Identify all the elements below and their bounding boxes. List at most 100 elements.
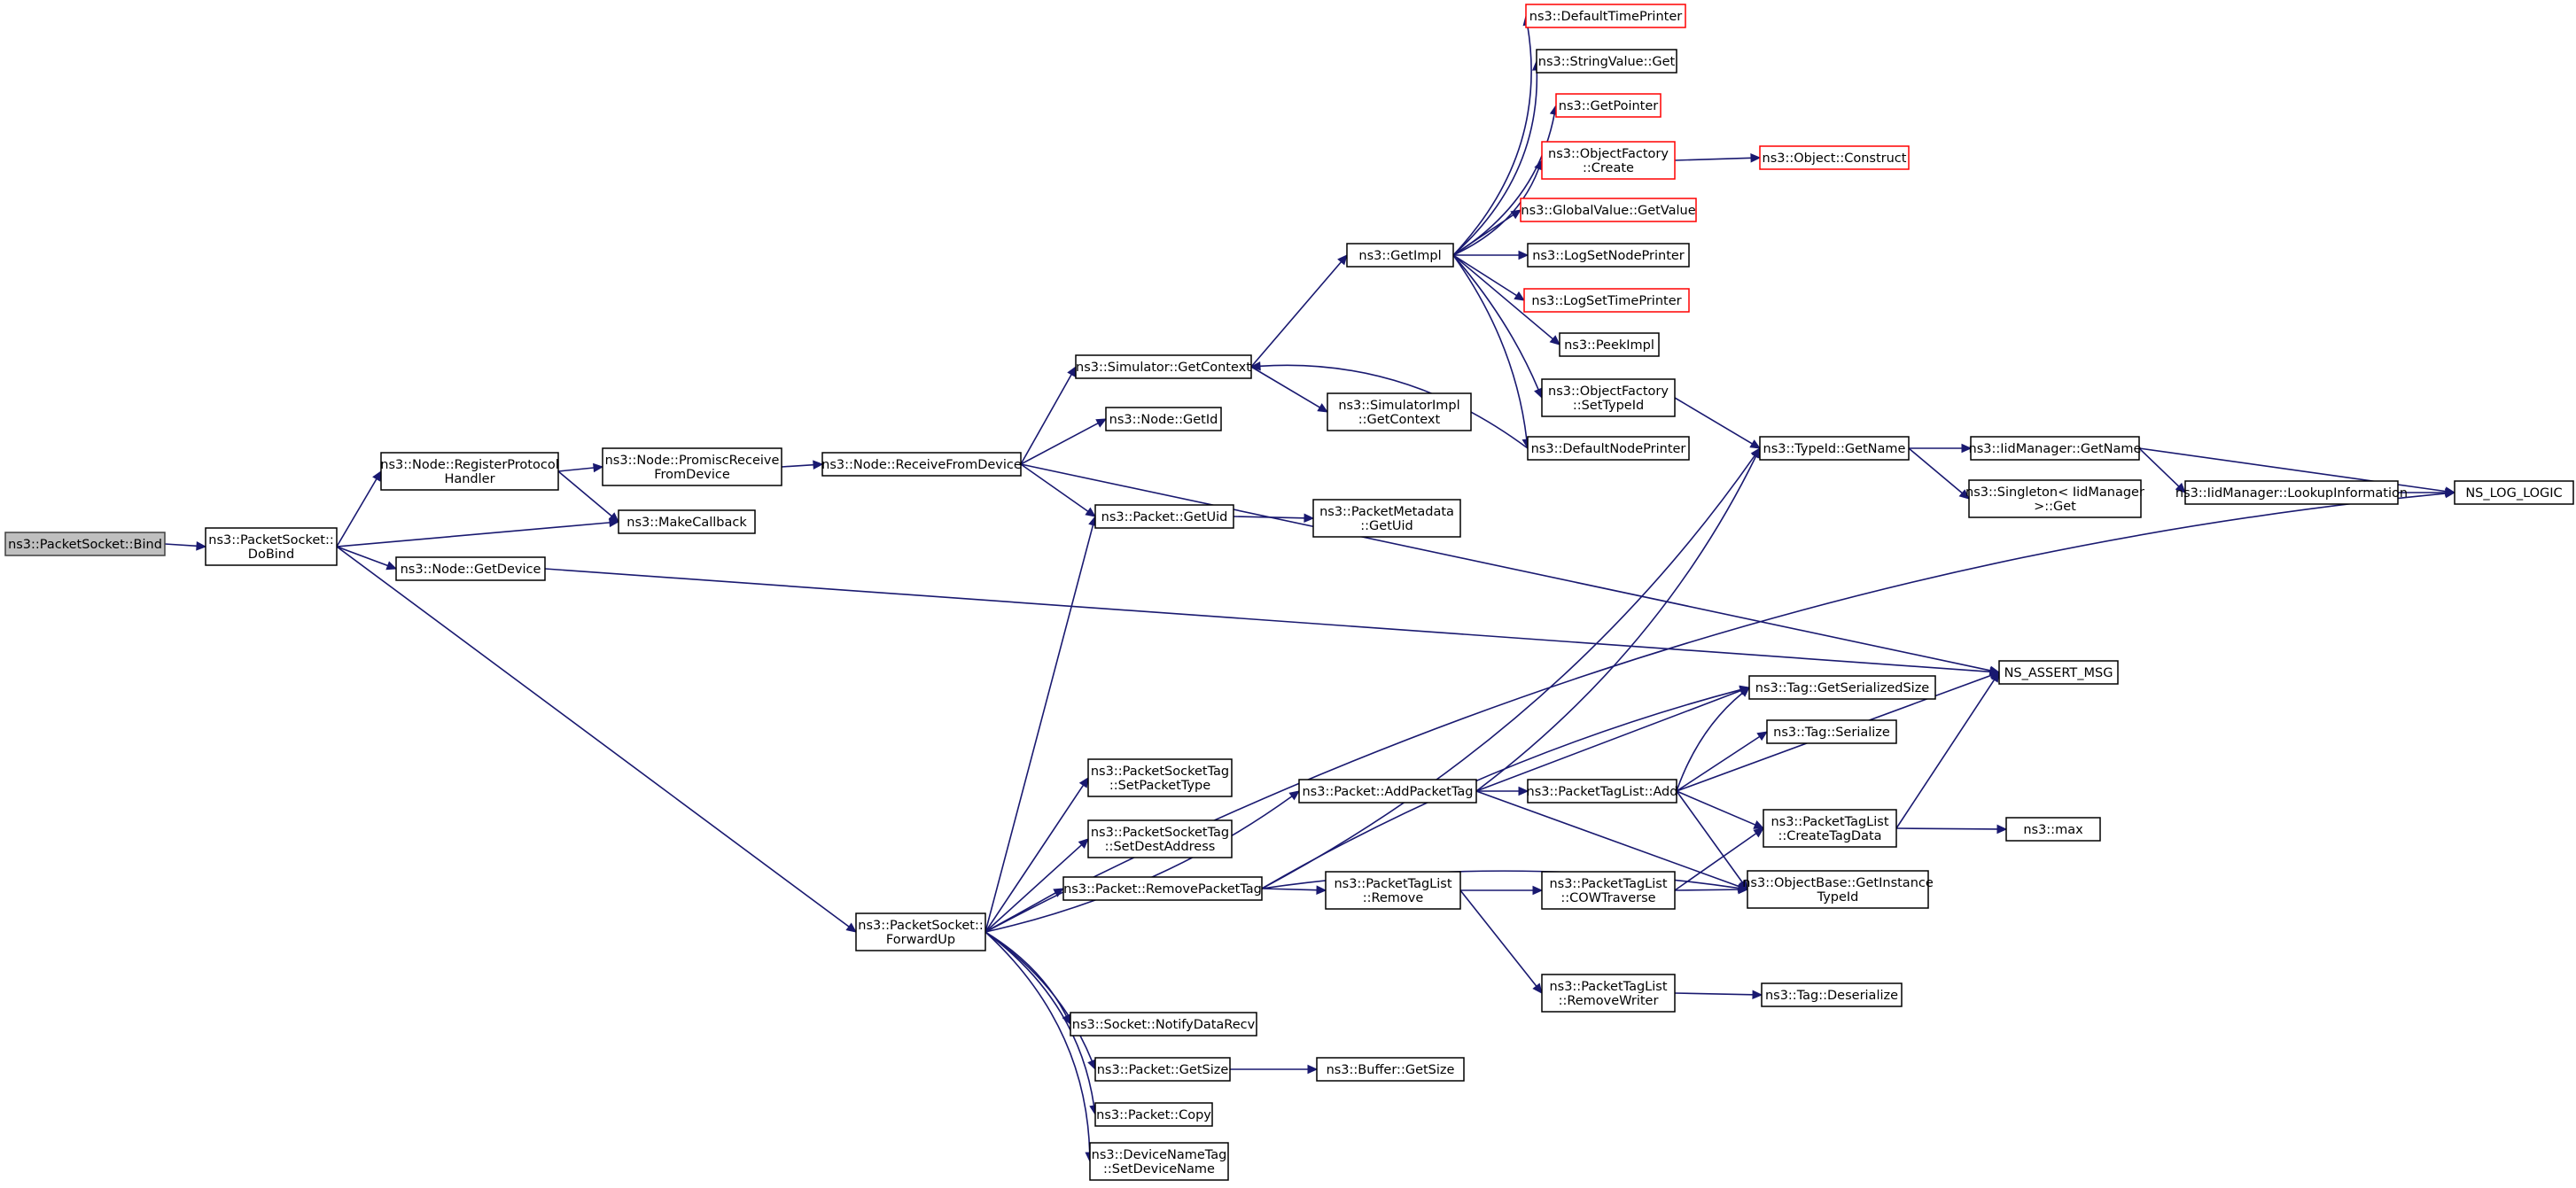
node-pktcopy[interactable]: ns3::Packet::Copy	[1094, 1102, 1213, 1127]
node-singleton[interactable]: ns3::Singleton< IidManager>::Get	[1965, 479, 2144, 518]
node-dobind[interactable]: ns3::PacketSocket::DoBind	[205, 527, 338, 566]
node-nslog[interactable]: NS_LOG_LOGIC	[2454, 480, 2574, 505]
node-simgetctx[interactable]: ns3::Simulator::GetContext	[1075, 354, 1252, 379]
edge-arrowhead	[593, 462, 604, 473]
node-box	[1527, 436, 1690, 461]
node-label: ::SetTypeId	[1573, 399, 1644, 413]
node-box	[1555, 93, 1662, 118]
node-setdest[interactable]: ns3::PacketSocketTag::SetDestAddress	[1087, 819, 1233, 858]
node-simimplctx[interactable]: ns3::SimulatorImpl::GetContext	[1327, 392, 1472, 431]
node-label: ::CreateTagData	[1778, 829, 1881, 843]
node-box	[4, 532, 166, 556]
node-label: ns3::DefaultTimePrinter	[1529, 10, 1682, 24]
node-peekimpl[interactable]: ns3::PeekImpl	[1559, 332, 1660, 357]
edge-arrowhead	[2445, 488, 2456, 499]
edge-ptladd-ptlcreate	[1676, 790, 1765, 829]
node-globalval[interactable]: ns3::GlobalValue::GetValue	[1520, 198, 1697, 222]
node-nsmax[interactable]: ns3::max	[2005, 817, 2101, 842]
node-nodegetid[interactable]: ns3::Node::GetId	[1105, 407, 1222, 431]
edge-arrowhead	[1317, 403, 1329, 413]
node-forwardup[interactable]: ns3::PacketSocket::ForwardUp	[855, 912, 986, 951]
node-ptlremove[interactable]: ns3::PacketTagList::Remove	[1325, 871, 1461, 910]
node-label: ns3::LogSetTimePrinter	[1531, 294, 1681, 308]
edge-forwardup-setdest	[984, 838, 1089, 933]
edge-line	[1895, 679, 1996, 829]
node-label: ::SetDeviceName	[1103, 1162, 1215, 1176]
node-pktremovetag[interactable]: ns3::Packet::RemovePacketTag	[1062, 876, 1263, 901]
edge-line	[1475, 455, 1757, 792]
node-box	[1559, 332, 1660, 357]
edge-line	[557, 467, 595, 472]
edge-ptladd-objbase	[1676, 790, 1748, 890]
edge-regproto-makecb	[557, 470, 619, 523]
node-getdevice[interactable]: ns3::Node::GetDevice	[395, 556, 546, 581]
node-label: ns3::GetPointer	[1559, 99, 1659, 113]
node-ptlcow[interactable]: ns3::PacketTagList::COWTraverse	[1541, 871, 1676, 910]
edge-arrowhead	[1752, 990, 1763, 1000]
node-lognodeprinter[interactable]: ns3::LogSetNodePrinter	[1527, 243, 1690, 268]
node-devname[interactable]: ns3::DeviceNameTag::SetDeviceName	[1089, 1142, 1229, 1181]
edge-line	[1250, 261, 1342, 368]
edge-ptladd-taggetsize	[1676, 687, 1750, 792]
node-label: ns3::SimulatorImpl	[1338, 399, 1459, 413]
node-pktgetsize[interactable]: ns3::Packet::GetSize	[1094, 1057, 1231, 1082]
node-tagserialize[interactable]: ns3::Tag::Serialize	[1766, 719, 1897, 744]
node-pktgetuid[interactable]: ns3::Packet::GetUid	[1094, 504, 1234, 529]
node-ptladd[interactable]: ns3::PacketTagList::Add	[1527, 779, 1678, 804]
edge-getimpl-peekimpl	[1452, 254, 1560, 346]
node-bind[interactable]: ns3::PacketSocket::Bind	[4, 532, 166, 556]
node-makecb[interactable]: ns3::MakeCallback	[618, 509, 756, 534]
node-label: ns3::Tag::Deserialize	[1765, 989, 1898, 1003]
edge-line	[1674, 992, 1754, 996]
node-box	[1759, 436, 1910, 461]
edge-line	[1452, 69, 1538, 256]
node-box	[395, 556, 546, 581]
node-pktmetauid[interactable]: ns3::PacketMetadata::GetUid	[1312, 499, 1461, 538]
node-iidlookup[interactable]: ns3::IidManager::LookupInformation	[2175, 480, 2408, 505]
node-nsassert[interactable]: NS_ASSERT_MSG	[1998, 660, 2119, 685]
edge-line	[1020, 463, 1991, 672]
node-bufgetsize[interactable]: ns3::Buffer::GetSize	[1316, 1057, 1465, 1082]
node-strvalget[interactable]: ns3::StringValue::Get	[1536, 49, 1677, 74]
node-iidgetname[interactable]: ns3::IidManager::GetName	[1969, 436, 2142, 461]
node-ptlcreate[interactable]: ns3::PacketTagList::CreateTagData	[1763, 809, 1897, 848]
edge-line	[557, 470, 612, 517]
node-label: ns3::Packet::GetUid	[1101, 510, 1228, 524]
edge-iidgetname-iidlookup	[2138, 447, 2186, 493]
edge-pktaddtag-typeidgetname	[1475, 446, 1761, 792]
edge-line	[336, 546, 388, 567]
node-notifyrecv[interactable]: ns3::Socket::NotifyDataRecv	[1070, 1012, 1257, 1037]
node-defnodeprinter[interactable]: ns3::DefaultNodePrinter	[1527, 436, 1690, 461]
node-objfactsettype[interactable]: ns3::ObjectFactory::SetTypeId	[1541, 378, 1676, 417]
node-box	[1970, 436, 2140, 461]
node-box	[1525, 4, 1686, 28]
node-pktaddtag[interactable]: ns3::Packet::AddPacketTag	[1298, 779, 1477, 804]
edge-dobind-forwardup	[336, 546, 857, 933]
node-label: NS_ASSERT_MSG	[2004, 666, 2113, 680]
node-taggetsize[interactable]: ns3::Tag::GetSerializedSize	[1748, 675, 1936, 700]
edge-line	[1676, 692, 1743, 792]
node-logtimeprinter[interactable]: ns3::LogSetTimePrinter	[1523, 288, 1690, 313]
edge-ptlcow-ptlcreate	[1674, 827, 1764, 891]
node-settype[interactable]: ns3::PacketSocketTag::SetPacketType	[1087, 758, 1233, 797]
node-getimpl[interactable]: ns3::GetImpl	[1346, 243, 1454, 268]
node-label: ns3::PacketTagList	[1549, 877, 1667, 891]
edge-arrowhead	[1756, 731, 1769, 742]
edge-pktgetsize-bufgetsize	[1230, 1064, 1319, 1075]
node-typeidgetname[interactable]: ns3::TypeId::GetName	[1759, 436, 1910, 461]
node-deftimeprinter[interactable]: ns3::DefaultTimePrinter	[1525, 4, 1686, 28]
edge-ptlcreate-nsassert	[1895, 671, 2000, 829]
node-objconstruct[interactable]: ns3::Object::Construct	[1759, 145, 1910, 170]
node-getpointer[interactable]: ns3::GetPointer	[1555, 93, 1662, 118]
edge-arrowhead	[1958, 489, 1970, 500]
node-objfactcreate[interactable]: ns3::ObjectFactory::Create	[1541, 141, 1676, 180]
edge-getimpl-logtimeprinter	[1452, 254, 1526, 301]
node-ptlremwriter[interactable]: ns3::PacketTagList::RemoveWriter	[1541, 974, 1676, 1013]
node-tagdeser[interactable]: ns3::Tag::Deserialize	[1761, 982, 1903, 1007]
node-recvfrom[interactable]: ns3::Node::ReceiveFromDevice	[821, 452, 1022, 477]
edge-arrowhead	[1749, 439, 1762, 449]
edge-arrowhead	[1288, 790, 1300, 801]
